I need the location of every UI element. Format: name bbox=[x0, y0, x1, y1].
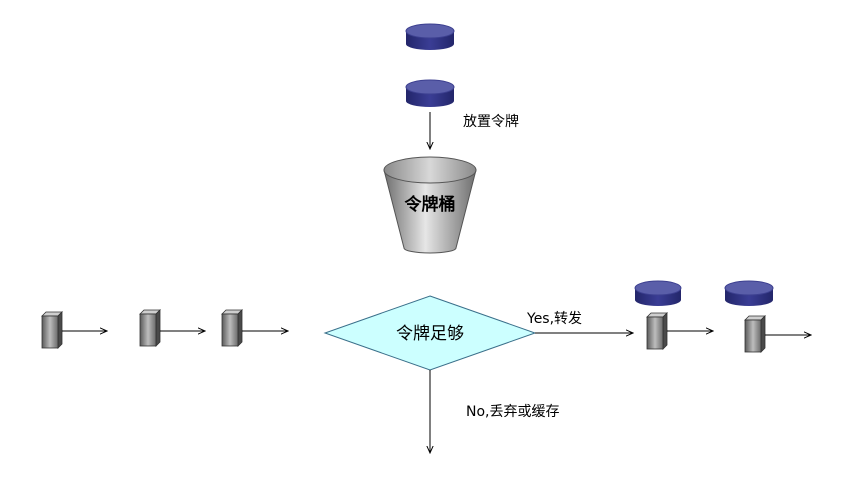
token-icon bbox=[405, 79, 455, 107]
packet-icon bbox=[744, 315, 766, 353]
bucket-label: 令牌桶 bbox=[405, 194, 456, 215]
packet-icon bbox=[221, 309, 243, 347]
packet-icon bbox=[646, 312, 668, 350]
packet-icon bbox=[139, 309, 161, 347]
token-icon bbox=[724, 280, 774, 306]
place-token-label: 放置令牌 bbox=[463, 113, 519, 130]
token-icon bbox=[634, 280, 682, 306]
no-branch-label: No,丢弃或缓存 bbox=[466, 404, 560, 420]
token-icon bbox=[405, 23, 455, 50]
yes-branch-label: Yes,转发 bbox=[526, 311, 582, 327]
bucket-icon bbox=[383, 156, 477, 254]
packet-icon bbox=[41, 311, 63, 349]
decision-label: 令牌足够 bbox=[396, 324, 464, 344]
